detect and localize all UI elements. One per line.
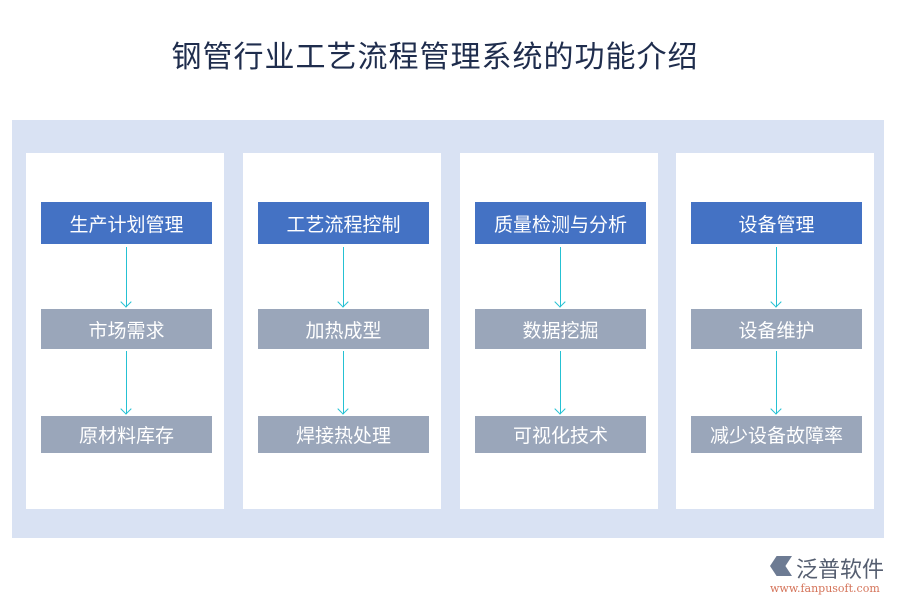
logo: 泛普软件 www.fanpusoft.com: [768, 552, 898, 596]
page-title: 钢管行业工艺流程管理系统的功能介绍: [171, 40, 699, 75]
step-box: 数据挖掘: [475, 309, 646, 349]
column-header: 质量检测与分析: [475, 202, 646, 244]
column-panel: 工艺流程控制 加热成型 焊接热处理: [243, 153, 441, 509]
step-box: 减少设备故障率: [691, 416, 862, 453]
arrow-down-icon: [343, 247, 344, 307]
logo-url: www.fanpusoft.com: [770, 582, 880, 595]
column-header: 设备管理: [691, 202, 862, 244]
arrow-down-icon: [126, 351, 127, 414]
column-header: 工艺流程控制: [258, 202, 429, 244]
step-box: 设备维护: [691, 309, 862, 349]
arrow-down-icon: [776, 247, 777, 307]
arrow-down-icon: [560, 351, 561, 414]
logo-icon: [770, 556, 792, 576]
logo-name: 泛普软件: [796, 558, 885, 583]
arrow-down-icon: [776, 351, 777, 414]
step-box: 原材料库存: [41, 416, 212, 453]
column-panel: 生产计划管理 市场需求 原材料库存: [26, 153, 224, 509]
column-panel: 设备管理 设备维护 减少设备故障率: [676, 153, 874, 509]
arrow-down-icon: [126, 247, 127, 307]
arrow-down-icon: [560, 247, 561, 307]
arrow-down-icon: [343, 351, 344, 414]
step-box: 加热成型: [258, 309, 429, 349]
step-box: 可视化技术: [475, 416, 646, 453]
column-header: 生产计划管理: [41, 202, 212, 244]
step-box: 市场需求: [41, 309, 212, 349]
column-panel: 质量检测与分析 数据挖掘 可视化技术: [460, 153, 658, 509]
step-box: 焊接热处理: [258, 416, 429, 453]
